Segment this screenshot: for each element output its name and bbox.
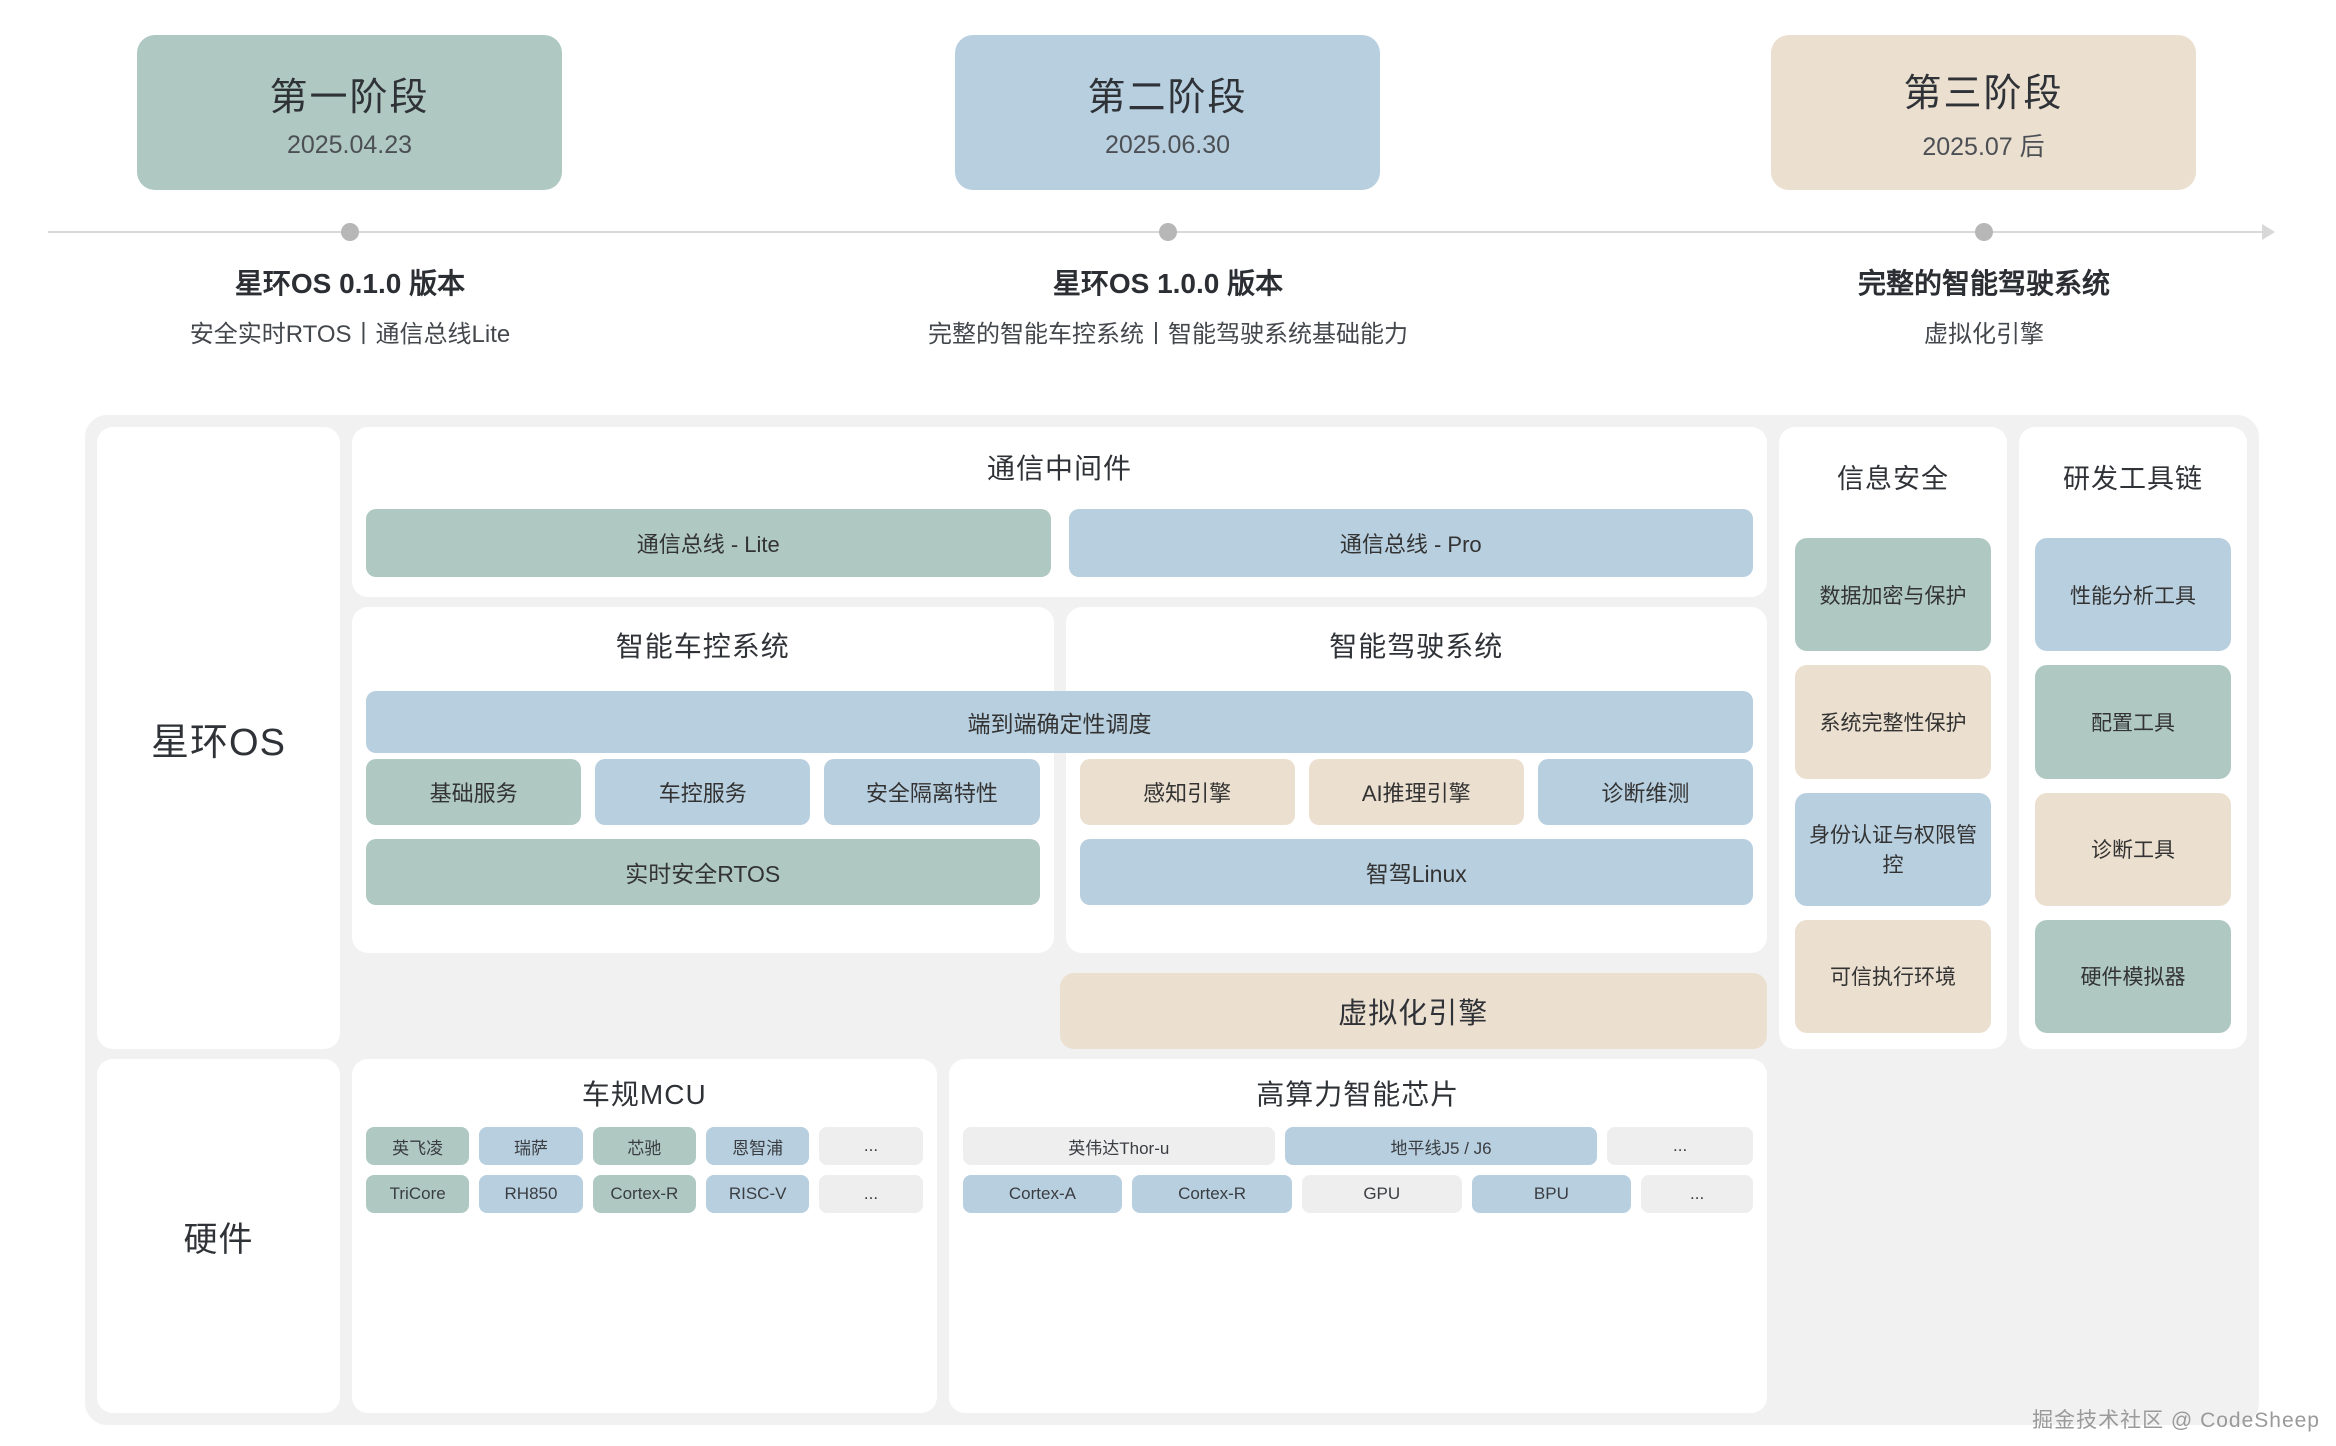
soc-core-cortex-r: Cortex-R — [1132, 1175, 1292, 1213]
toolchain-item-configuration: 配置工具 — [2035, 665, 2231, 779]
toolchain-items: 性能分析工具 配置工具 诊断工具 硬件模拟器 — [2035, 538, 2231, 1033]
chip-basic-service: 基础服务 — [366, 759, 582, 825]
bus-chip-lite: 通信总线 - Lite — [366, 509, 1051, 577]
rail-label-os: 星环OS — [97, 427, 340, 1049]
soc-core-row: Cortex-A Cortex-R GPU BPU ... — [962, 1175, 1753, 1213]
mcu-chip-semidrive: 芯驰 — [592, 1127, 696, 1165]
architecture-diagram: 星环OS 通信中间件 通信总线 - Lite 通信总线 - Pro 智能车控系统… — [85, 415, 2259, 1425]
mcu-core-tricore: TriCore — [366, 1175, 470, 1213]
scheduler-bar: 端到端确定性调度 — [366, 691, 1753, 753]
chip-perception-engine: 感知引擎 — [1079, 759, 1295, 825]
mcu-chip-nxp: 恩智浦 — [705, 1127, 810, 1165]
soc-title: 高算力智能芯片 — [1256, 1079, 1460, 1110]
toolchain-column: 研发工具链 性能分析工具 配置工具 诊断工具 硬件模拟器 — [2019, 427, 2247, 1049]
phase-title: 第一阶段 — [269, 76, 430, 119]
timeline-dot-1 — [341, 223, 359, 241]
soc-card: 高算力智能芯片 英伟达Thor-u 地平线J5 / J6 ... Cortex-… — [948, 1059, 1767, 1413]
soc-chip-nvidia-thor: 英伟达Thor-u — [962, 1127, 1275, 1165]
chip-vehicle-service: 车控服务 — [595, 759, 811, 825]
chip-realtime-rtos: 实时安全RTOS — [366, 839, 1040, 905]
timeline-dot-2 — [1159, 223, 1177, 241]
timeline-dot-3 — [1975, 223, 1993, 241]
phase-label-sub: 完整的智能车控系统丨智能驾驶系统基础能力 — [928, 321, 1408, 348]
mcu-core-more: ... — [819, 1175, 923, 1213]
mcu-chip-more: ... — [819, 1127, 923, 1165]
toolchain-item-diagnostics: 诊断工具 — [2035, 792, 2231, 906]
chip-ai-inference-engine: AI推理引擎 — [1308, 759, 1524, 825]
os-stack-column: 通信中间件 通信总线 - Lite 通信总线 - Pro 智能车控系统 基础服务… — [352, 427, 1767, 1049]
phase-title: 第二阶段 — [1087, 76, 1248, 119]
driving-chip-row: 感知引擎 AI推理引擎 诊断维测 — [1079, 759, 1754, 825]
toolchain-item-hardware-simulator: 硬件模拟器 — [2035, 919, 2231, 1033]
soc-core-more: ... — [1641, 1175, 1753, 1213]
mcu-rows: 英飞凌 瑞萨 芯驰 恩智浦 ... TriCore RH850 Cortex-R… — [366, 1127, 923, 1213]
vehicle-control-title: 智能车控系统 — [615, 631, 790, 662]
soc-core-bpu: BPU — [1471, 1175, 1632, 1213]
phase-date: 2025.07 后 — [1922, 133, 2045, 161]
driving-system-title: 智能驾驶系统 — [1329, 631, 1504, 662]
roadmap-timeline: 第一阶段 2025.04.23 第二阶段 2025.06.30 第三阶段 202… — [0, 0, 2336, 370]
soc-core-gpu: GPU — [1301, 1175, 1462, 1213]
virtualization-spacer — [352, 963, 1060, 1049]
phase-title: 第三阶段 — [1903, 73, 2064, 115]
mcu-chip-renesas: 瑞萨 — [479, 1127, 583, 1165]
security-item-identity-auth: 身份认证与权限管控 — [1795, 792, 1991, 906]
security-item-trusted-execution: 可信执行环境 — [1795, 919, 1991, 1033]
vehicle-control-body: 基础服务 车控服务 安全隔离特性 实时安全RTOS — [366, 759, 1040, 905]
phase-card-3: 第三阶段 2025.07 后 — [1771, 35, 2196, 190]
phase-label-title: 完整的智能驾驶系统 — [1857, 268, 2110, 299]
toolchain-title: 研发工具链 — [2063, 464, 2203, 494]
phase-label-1: 星环OS 0.1.0 版本 安全实时RTOS丨通信总线Lite — [70, 262, 630, 349]
mcu-core-cortex-r: Cortex-R — [592, 1175, 696, 1213]
mcu-core-row: TriCore RH850 Cortex-R RISC-V ... — [366, 1175, 923, 1213]
phase-label-2: 星环OS 1.0.0 版本 完整的智能车控系统丨智能驾驶系统基础能力 — [888, 262, 1448, 349]
phase-label-title: 星环OS 0.1.0 版本 — [234, 268, 466, 299]
phase-label-sub: 虚拟化引擎 — [1924, 321, 2044, 348]
rail-os-text: 星环OS — [151, 721, 286, 764]
mcu-card: 车规MCU 英飞凌 瑞萨 芯驰 恩智浦 ... TriCore RH850 Co… — [352, 1059, 937, 1413]
virtualization-engine-bar: 虚拟化引擎 — [1059, 973, 1767, 1049]
chip-safety-isolation: 安全隔离特性 — [824, 759, 1040, 825]
vehicle-control-card: 智能车控系统 基础服务 车控服务 安全隔离特性 实时安全RTOS — [352, 607, 1054, 953]
systems-row: 智能车控系统 基础服务 车控服务 安全隔离特性 实时安全RTOS 智能驾驶系统 — [352, 607, 1767, 953]
soc-chip-more: ... — [1607, 1127, 1754, 1165]
security-item-system-integrity: 系统完整性保护 — [1795, 665, 1991, 779]
driving-system-body: 感知引擎 AI推理引擎 诊断维测 智驾Linux — [1079, 759, 1754, 905]
timeline-arrow-icon — [2262, 224, 2275, 240]
driving-system-card: 智能驾驶系统 感知引擎 AI推理引擎 诊断维测 智驾Linux — [1065, 607, 1767, 953]
middleware-title: 通信中间件 — [986, 453, 1132, 484]
mcu-core-rh850: RH850 — [479, 1175, 583, 1213]
phase-label-3: 完整的智能驾驶系统 虚拟化引擎 — [1704, 262, 2264, 349]
phase-date: 2025.04.23 — [286, 130, 413, 159]
security-column: 信息安全 数据加密与保护 系统完整性保护 身份认证与权限管控 可信执行环境 — [1779, 427, 2007, 1049]
chip-driving-linux: 智驾Linux — [1079, 839, 1753, 905]
watermark: 掘金技术社区 @ CodeSheep — [2032, 1409, 2320, 1432]
phase-card-2: 第二阶段 2025.06.30 — [955, 35, 1380, 190]
mcu-title: 车规MCU — [581, 1079, 707, 1110]
security-items: 数据加密与保护 系统完整性保护 身份认证与权限管控 可信执行环境 — [1795, 538, 1991, 1033]
security-title: 信息安全 — [1837, 464, 1949, 494]
toolchain-item-performance-analysis: 性能分析工具 — [2035, 538, 2231, 652]
chip-diagnostics: 诊断维测 — [1537, 759, 1754, 825]
vehicle-control-chip-row: 基础服务 车控服务 安全隔离特性 — [366, 759, 1040, 825]
bus-chip-pro: 通信总线 - Pro — [1068, 509, 1753, 577]
soc-rows: 英伟达Thor-u 地平线J5 / J6 ... Cortex-A Cortex… — [962, 1127, 1754, 1213]
security-item-data-encryption: 数据加密与保护 — [1795, 538, 1991, 652]
virtualization-row: 虚拟化引擎 — [352, 963, 1767, 1049]
mcu-core-risc-v: RISC-V — [705, 1175, 810, 1213]
mcu-chip-infineon: 英飞凌 — [366, 1127, 470, 1165]
phase-date: 2025.06.30 — [1104, 130, 1231, 159]
bus-row: 通信总线 - Lite 通信总线 - Pro — [366, 509, 1753, 577]
phase-label-sub: 安全实时RTOS丨通信总线Lite — [189, 321, 511, 348]
phase-label-title: 星环OS 1.0.0 版本 — [1052, 268, 1284, 299]
soc-core-cortex-a: Cortex-A — [962, 1175, 1123, 1213]
soc-vendor-row: 英伟达Thor-u 地平线J5 / J6 ... — [962, 1127, 1754, 1165]
rail-hardware-text: 硬件 — [183, 1220, 254, 1259]
soc-chip-horizon-j5-j6: 地平线J5 / J6 — [1284, 1127, 1598, 1165]
phase-card-1: 第一阶段 2025.04.23 — [137, 35, 562, 190]
hardware-row: 硬件 车规MCU 英飞凌 瑞萨 芯驰 恩智浦 ... TriCore RH850… — [97, 1059, 2247, 1413]
mcu-vendor-row: 英飞凌 瑞萨 芯驰 恩智浦 ... — [366, 1127, 923, 1165]
rail-label-hardware: 硬件 — [97, 1059, 340, 1413]
middleware-card: 通信中间件 通信总线 - Lite 通信总线 - Pro — [352, 427, 1767, 597]
